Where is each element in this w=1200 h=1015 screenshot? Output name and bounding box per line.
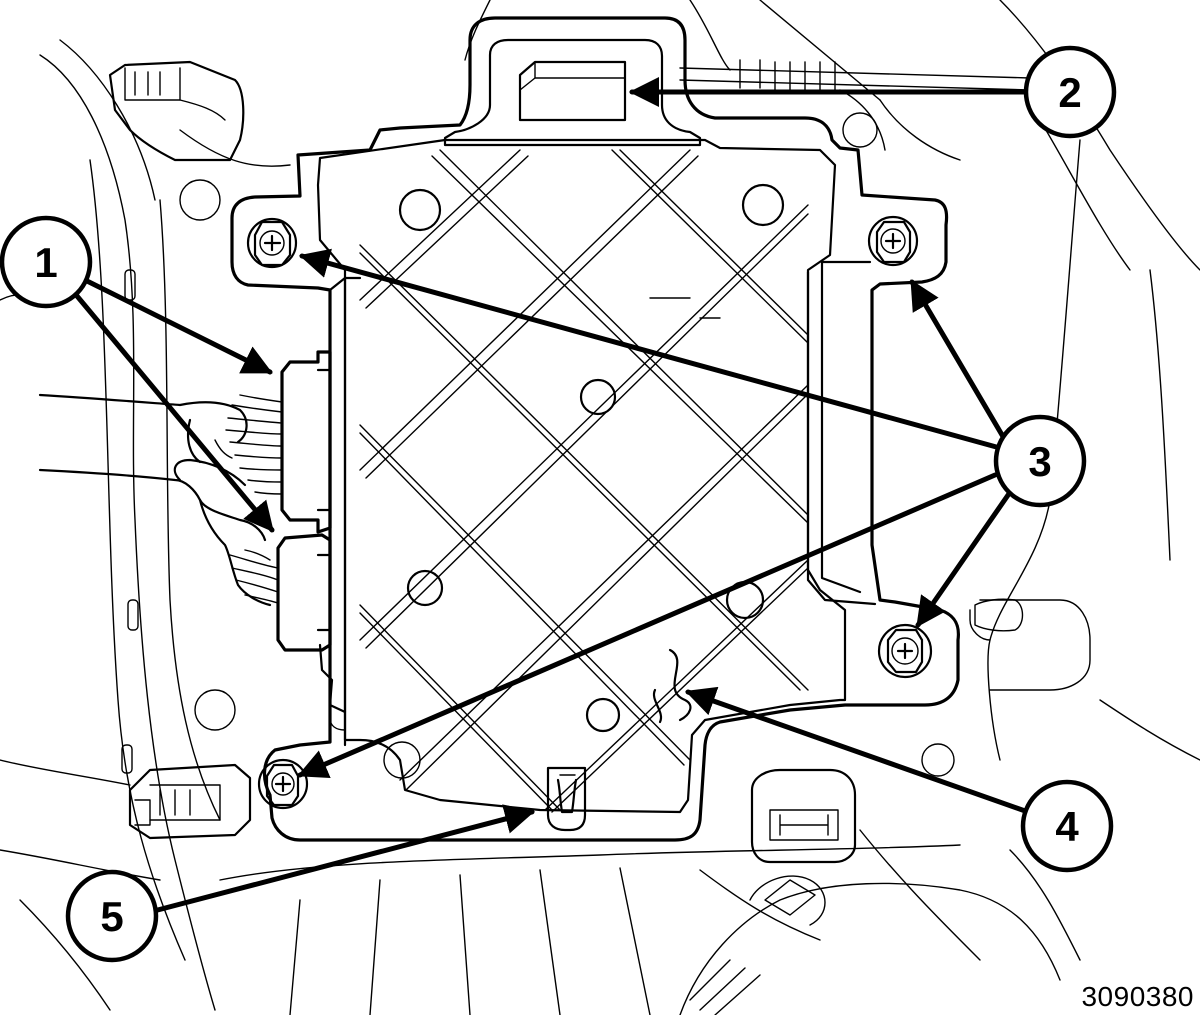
leader-3d: [297, 472, 998, 779]
retaining-clip: [546, 766, 587, 832]
callout-2: 2: [1023, 45, 1117, 139]
callout-5: 5: [65, 869, 159, 963]
callout-1-label: 1: [34, 239, 57, 286]
leader-3b: [909, 279, 1008, 443]
module-housing: [230, 16, 961, 842]
clip-top-left: [108, 60, 245, 162]
callout-3-label: 3: [1028, 438, 1051, 485]
leader-5: [147, 804, 535, 915]
clip-bottom-left: [128, 763, 252, 840]
callout-4-label: 4: [1055, 803, 1079, 850]
leader-1a: [82, 277, 273, 375]
leader-4: [685, 686, 1031, 815]
leader-3c: [915, 482, 1018, 628]
clip-bottom-center: [750, 768, 857, 864]
callout-3: 3: [993, 414, 1087, 508]
leader-3a: [299, 248, 1003, 451]
connectors: [225, 350, 334, 707]
figure-id: 3090380: [1081, 981, 1194, 1012]
leader-lines: [69, 77, 1033, 915]
hand: [38, 393, 272, 607]
screw-top-left: [246, 217, 298, 269]
mounting-screws: [246, 215, 933, 810]
screw-top-right: [867, 215, 919, 267]
callout-1: 1: [0, 215, 93, 309]
screw-bottom-right: [877, 623, 933, 679]
screw-bottom-left: [257, 758, 309, 810]
callout-5-label: 5: [100, 893, 123, 940]
callout-2-label: 2: [1058, 69, 1081, 116]
leader-1b: [69, 287, 275, 533]
callout-4: 4: [1020, 779, 1114, 873]
